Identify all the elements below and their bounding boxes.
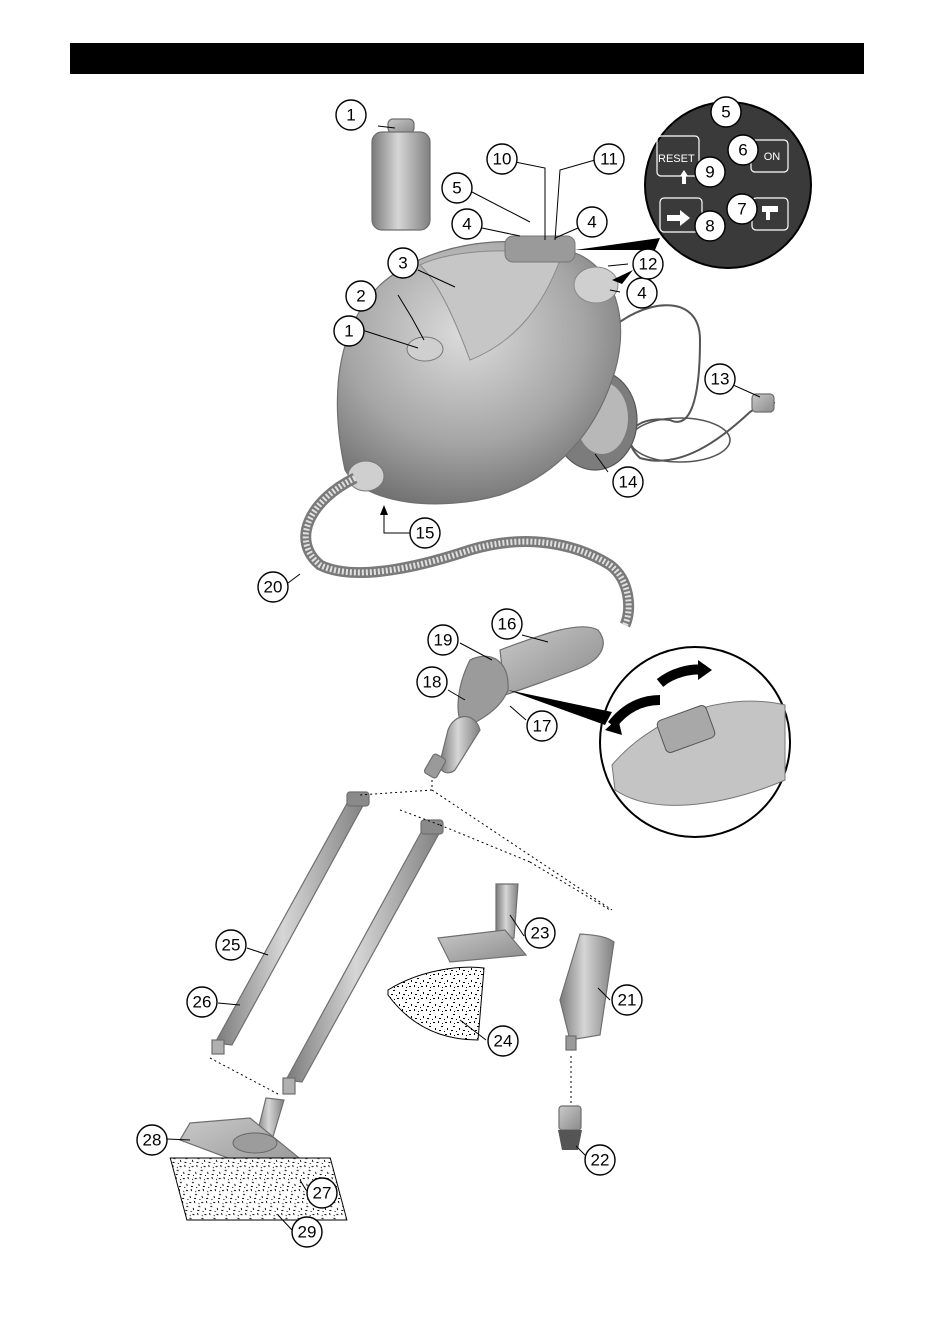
detail-nozzle [560,934,614,1050]
svg-text:14: 14 [619,473,638,492]
callout-10: 10 [487,144,517,174]
callout-24: 24 [488,1026,518,1056]
callout-9: 9 [695,157,725,187]
terry-cover [388,967,484,1040]
callout-23: 23 [525,918,555,948]
svg-text:1: 1 [344,322,353,341]
svg-text:9: 9 [705,163,714,182]
svg-text:6: 6 [738,141,747,160]
svg-text:16: 16 [498,615,517,634]
callout-26: 26 [187,987,217,1017]
svg-text:24: 24 [494,1032,513,1051]
svg-text:22: 22 [591,1151,610,1170]
callout-14: 14 [613,467,643,497]
svg-text:7: 7 [737,200,746,219]
callout-4-left: 4 [452,209,482,239]
callout-4-right: 4 [577,207,607,237]
trigger-lock-detail [600,647,790,837]
svg-text:23: 23 [531,924,550,943]
callout-18: 18 [417,667,447,697]
svg-text:19: 19 [434,631,453,650]
callout-21: 21 [612,985,642,1015]
hand-nozzle [438,884,526,962]
callout-19: 19 [428,625,458,655]
callout-12: 12 [633,249,663,279]
callout-1-top: 1 [336,100,366,130]
svg-text:17: 17 [533,717,552,736]
callout-13: 13 [705,364,735,394]
svg-text:13: 13 [711,370,730,389]
svg-text:11: 11 [600,150,618,169]
svg-text:4: 4 [462,215,471,234]
svg-text:25: 25 [222,936,241,955]
svg-text:21: 21 [618,991,637,1010]
callout-11: 11 [594,144,624,174]
callout-3: 3 [388,248,418,278]
callout-15: 15 [410,518,440,548]
svg-text:26: 26 [193,993,212,1012]
svg-text:15: 15 [416,524,435,543]
svg-text:8: 8 [705,217,714,236]
svg-text:10: 10 [493,150,512,169]
svg-text:27: 27 [313,1184,332,1203]
svg-text:18: 18 [423,673,442,692]
callout-25: 25 [216,930,246,960]
on-label: ON [764,151,781,163]
filter-cartridge [372,119,430,230]
svg-text:4: 4 [637,284,646,303]
callout-6: 6 [728,135,758,165]
callout-5-body: 5 [442,173,472,203]
callout-1-body: 1 [334,316,364,346]
callout-5-panel: 5 [711,97,741,127]
svg-text:5: 5 [452,179,461,198]
svg-text:20: 20 [264,578,283,597]
callout-2: 2 [346,281,376,311]
svg-text:3: 3 [398,254,407,273]
svg-text:29: 29 [298,1223,317,1242]
callout-27: 27 [307,1178,337,1208]
svg-text:2: 2 [356,287,365,306]
reset-label: RESET [658,153,695,165]
callout-8: 8 [695,211,725,241]
extension-tube-left [212,792,369,1054]
callout-16: 16 [492,609,522,639]
callout-22: 22 [585,1145,615,1175]
svg-text:5: 5 [721,103,730,122]
extension-tube-right [283,820,443,1094]
callout-7: 7 [727,194,757,224]
svg-text:1: 1 [346,106,355,125]
svg-text:28: 28 [143,1131,162,1150]
callout-20: 20 [258,572,288,602]
round-brush [558,1106,582,1150]
svg-text:4: 4 [587,213,596,232]
svg-text:12: 12 [639,255,658,274]
callout-4-side: 4 [627,278,657,308]
callout-29: 29 [292,1217,322,1247]
callout-17: 17 [527,711,557,741]
callout-28: 28 [137,1125,167,1155]
